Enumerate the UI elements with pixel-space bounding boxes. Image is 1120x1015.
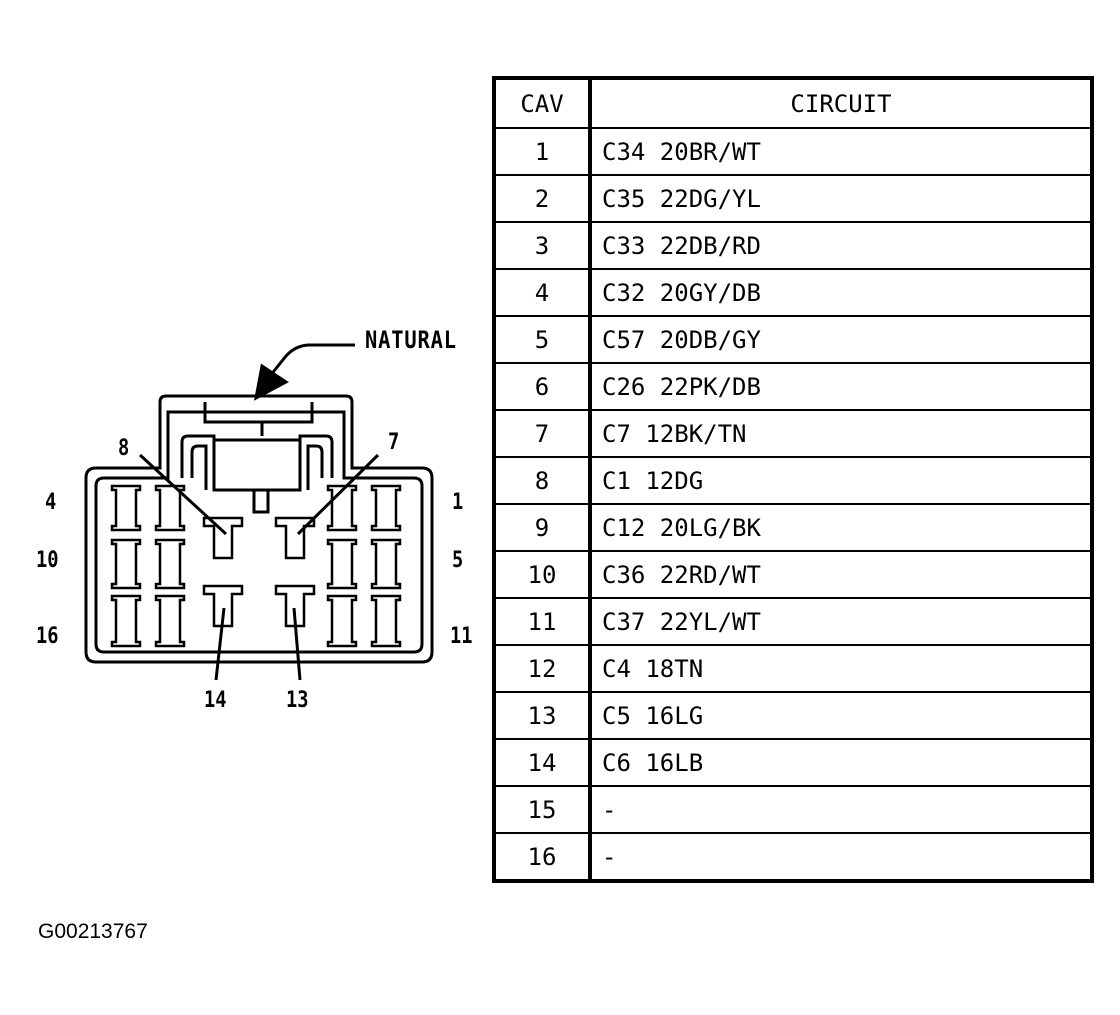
terminal-cavity: [274, 516, 316, 560]
cav-cell: 13: [493, 691, 592, 740]
cav-cell: 10: [493, 550, 592, 599]
cav-cell: 6: [493, 362, 592, 411]
terminal-cavity: [110, 594, 142, 648]
terminal-cavity: [154, 538, 186, 590]
connector-latch: [203, 402, 314, 436]
terminal-cavity: [154, 484, 186, 532]
header-circuit: CIRCUIT: [589, 77, 1093, 129]
cav-cell: 12: [493, 644, 592, 693]
pin-label-16: 16: [36, 624, 59, 649]
pin-label-10: 10: [36, 548, 59, 573]
terminal-cavity: [110, 484, 142, 532]
cav-cell: 15: [493, 785, 592, 834]
table-header-row: CAV CIRCUIT: [493, 77, 1093, 129]
circuit-cell: C35 22DG/YL: [589, 174, 1093, 223]
natural-arrowhead: [253, 363, 289, 401]
circuit-cell: C26 22PK/DB: [589, 362, 1093, 411]
pin-label-14: 14: [204, 688, 227, 713]
terminal-cavity: [110, 538, 142, 590]
leader-7: [296, 453, 380, 536]
circuit-cell: C4 18TN: [589, 644, 1093, 693]
leader-8: [138, 453, 228, 536]
circuit-cell: -: [589, 785, 1093, 834]
circuit-cell: C37 22YL/WT: [589, 597, 1093, 646]
pin-label-11: 11: [450, 624, 473, 649]
terminal-cavity: [274, 584, 316, 628]
cav-cell: 16: [493, 832, 592, 882]
color-label-natural: NATURAL: [365, 326, 457, 354]
circuit-cell: -: [589, 832, 1093, 882]
terminal-cavity: [370, 484, 402, 532]
table-row: 15-: [493, 785, 1093, 834]
terminal-cavity: [370, 594, 402, 648]
cav-cell: 4: [493, 268, 592, 317]
connector-housing-inner: [94, 410, 424, 654]
pin-label-13: 13: [286, 688, 309, 713]
cav-cell: 5: [493, 315, 592, 364]
circuit-cell: C33 22DB/RD: [589, 221, 1093, 270]
cav-cell: 11: [493, 597, 592, 646]
terminal-cavity: [202, 516, 244, 560]
cav-cell: 14: [493, 738, 592, 787]
header-cav: CAV: [493, 77, 592, 129]
pin-label-4: 4: [45, 490, 57, 515]
connector-housing: [84, 394, 434, 664]
cav-cell: 3: [493, 221, 592, 270]
cav-cell: 8: [493, 456, 592, 505]
pin-label-1: 1: [452, 490, 464, 515]
terminal-cavity: [326, 538, 358, 590]
pin-label-8: 8: [118, 436, 130, 461]
pin-label-7: 7: [388, 430, 400, 455]
circuit-cell: C12 20LG/BK: [589, 503, 1093, 552]
leader-13: [292, 607, 302, 681]
circuit-cell: C36 22RD/WT: [589, 550, 1093, 599]
circuit-cell: C1 12DG: [589, 456, 1093, 505]
table-row: 16-: [493, 832, 1093, 882]
terminal-cavity: [326, 594, 358, 648]
natural-leader-line: [268, 343, 355, 377]
terminal-cavity: [370, 538, 402, 590]
leader-14: [214, 607, 226, 681]
terminal-cavity: [202, 584, 244, 628]
pin-label-5: 5: [452, 548, 464, 573]
circuit-cell: C5 16LG: [589, 691, 1093, 740]
image-id: G00213767: [38, 920, 148, 943]
circuit-cell: C7 12BK/TN: [589, 409, 1093, 458]
connector-diagram: [84, 343, 434, 681]
terminal-cavity: [154, 594, 186, 648]
cav-cell: 7: [493, 409, 592, 458]
cav-cell: 1: [493, 127, 592, 176]
circuit-cell: C6 16LB: [589, 738, 1093, 787]
terminal-cavity: [326, 484, 358, 532]
cav-cell: 9: [493, 503, 592, 552]
circuit-cell: C57 20DB/GY: [589, 315, 1093, 364]
circuit-cell: C32 20GY/DB: [589, 268, 1093, 317]
circuit-cell: C34 20BR/WT: [589, 127, 1093, 176]
cav-cell: 2: [493, 174, 592, 223]
